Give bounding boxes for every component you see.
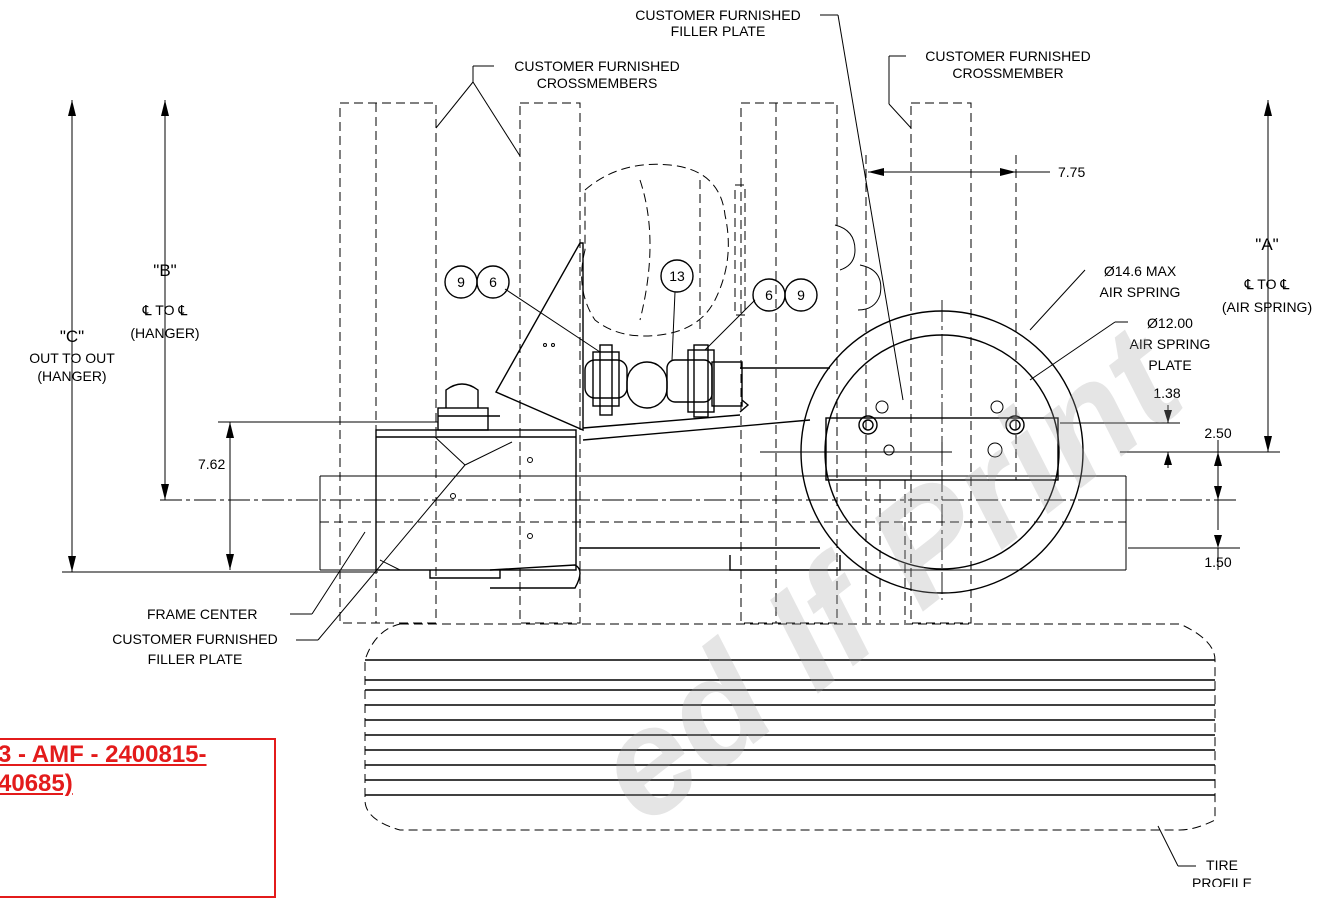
dim-a-sub: ℄ TO ℄ bbox=[1244, 276, 1290, 292]
dimension-lines bbox=[62, 100, 1280, 573]
balloons: 9 6 13 6 9 bbox=[444, 259, 818, 312]
air-spring-cloud bbox=[581, 163, 882, 337]
tire-label-2: PROFILE bbox=[1192, 875, 1252, 887]
filler-top-label-1: CUSTOMER FURNISHED bbox=[635, 7, 800, 23]
crossmembers-left bbox=[339, 102, 838, 624]
air-spring-max-2: AIR SPRING bbox=[1100, 284, 1181, 300]
frame-rail bbox=[160, 475, 1240, 571]
air-plate-2: AIR SPRING bbox=[1130, 336, 1211, 352]
air-plate-3: PLATE bbox=[1148, 357, 1191, 373]
shock-absorber bbox=[584, 344, 750, 418]
revision-stamp-line-2: 40685) bbox=[0, 770, 73, 797]
hanger-bracket bbox=[375, 242, 584, 589]
revision-stamp: 3 - AMF - 2400815- 40685) bbox=[0, 740, 288, 798]
crossmember-label-1: CUSTOMER FURNISHED bbox=[925, 48, 1090, 64]
dim-1-50: 1.50 bbox=[1204, 554, 1231, 570]
balloon-13-label: 13 bbox=[669, 268, 685, 284]
dim-a-label: "A" bbox=[1255, 235, 1278, 254]
dim-1-38: 1.38 bbox=[1153, 385, 1180, 401]
annotation-labels: CUSTOMER FURNISHED FILLER PLATE CUSTOMER… bbox=[29, 7, 1312, 887]
dim-2-50: 2.50 bbox=[1204, 425, 1231, 441]
dim-7-75: 7.75 bbox=[1058, 164, 1085, 180]
balloon-9-right bbox=[784, 278, 818, 312]
balloon-6-left bbox=[476, 265, 510, 299]
crossmember-right bbox=[865, 102, 1017, 624]
tire-label-1: TIRE bbox=[1206, 857, 1238, 873]
air-spring-max-1: Ø14.6 MAX bbox=[1104, 263, 1177, 279]
balloon-9-left-label: 9 bbox=[457, 274, 465, 290]
trailing-arm bbox=[580, 367, 841, 571]
crossmember-label-2: CROSSMEMBER bbox=[952, 65, 1063, 81]
crossmembers-label-1: CUSTOMER FURNISHED bbox=[514, 58, 679, 74]
dim-c-label: "C" bbox=[60, 327, 84, 346]
crossmembers-label-2: CROSSMEMBERS bbox=[537, 75, 658, 91]
air-plate-1: Ø12.00 bbox=[1147, 315, 1193, 331]
filler-top-label-2: FILLER PLATE bbox=[671, 23, 766, 39]
air-spring bbox=[800, 300, 1084, 600]
balloon-6-left-label: 6 bbox=[489, 274, 497, 290]
revision-stamp-line-1: 3 - AMF - 2400815- bbox=[0, 741, 207, 768]
dim-c-sub: OUT TO OUT bbox=[29, 350, 115, 366]
dim-b-sub: ℄ TO ℄ bbox=[142, 302, 188, 318]
balloon-6-right-label: 6 bbox=[765, 287, 773, 303]
filler-bottom-label-1: CUSTOMER FURNISHED bbox=[112, 631, 277, 647]
dim-b-label: "B" bbox=[153, 261, 176, 280]
dim-a-sub2: (AIR SPRING) bbox=[1222, 299, 1312, 315]
tire-profile bbox=[364, 623, 1216, 831]
dim-7-62: 7.62 bbox=[198, 456, 225, 472]
balloon-9-right-label: 9 bbox=[797, 287, 805, 303]
dim-b-sub2: (HANGER) bbox=[130, 325, 199, 341]
leader-lines bbox=[290, 14, 1196, 867]
balloon-13 bbox=[660, 259, 694, 293]
frame-center-label: FRAME CENTER bbox=[147, 606, 257, 622]
dim-c-sub2: (HANGER) bbox=[37, 368, 106, 384]
filler-bottom-label-2: FILLER PLATE bbox=[148, 651, 243, 667]
